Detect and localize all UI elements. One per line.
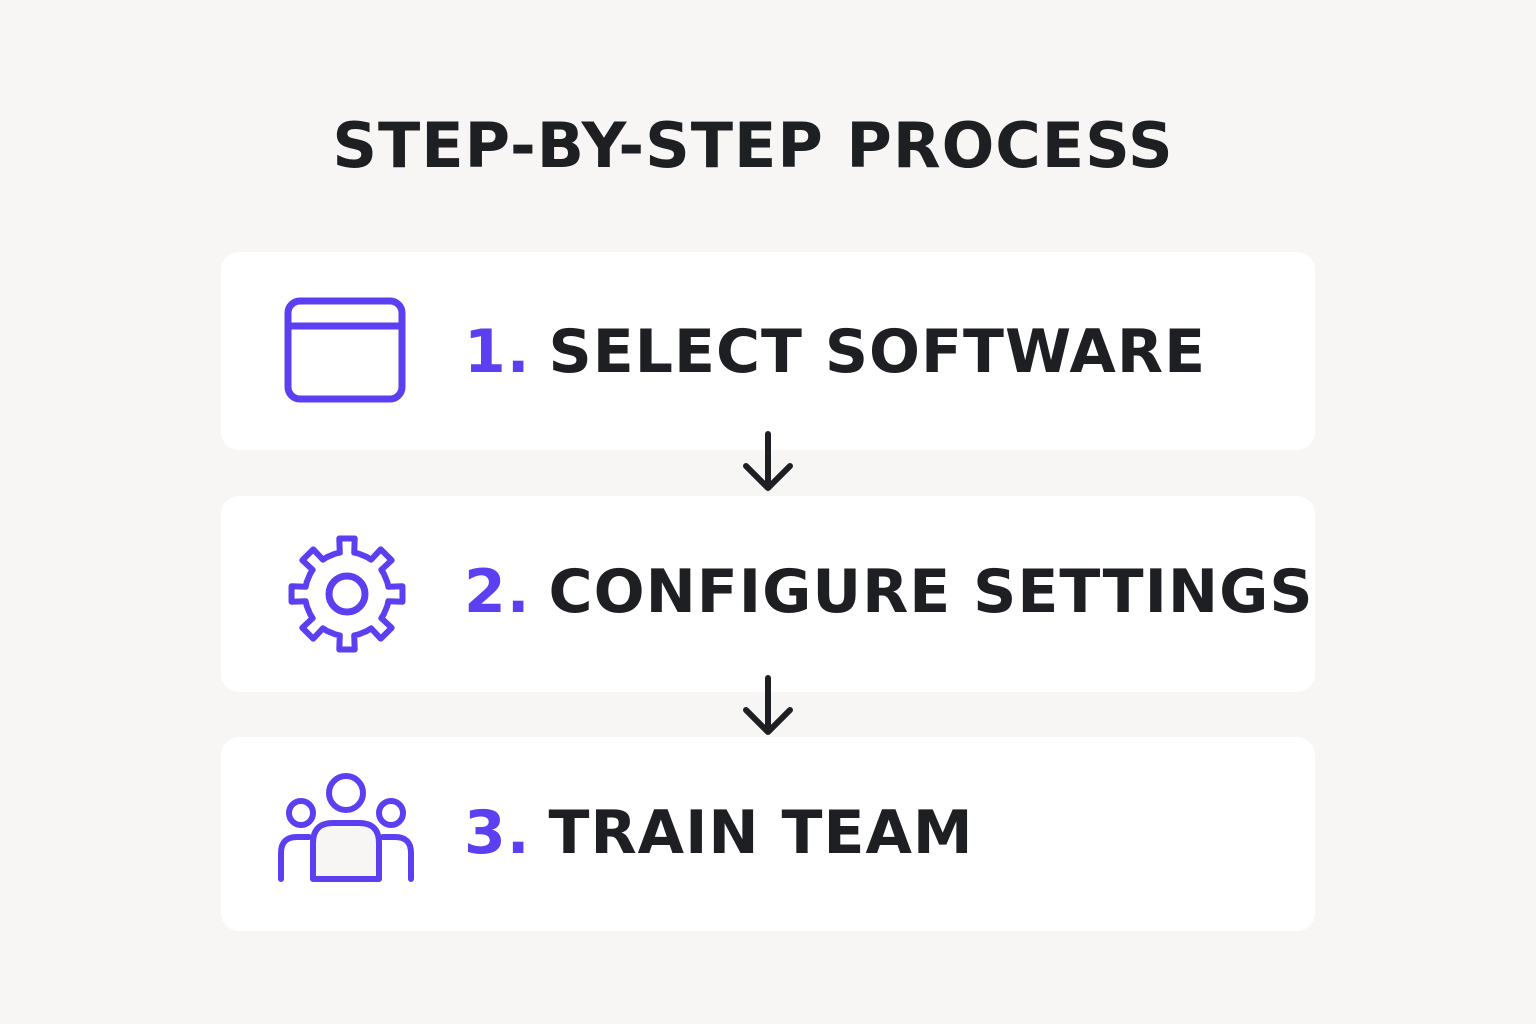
step-label: 3.TRAIN TEAM [464, 797, 974, 869]
step-card-select-software: 1.SELECT SOFTWARE [221, 252, 1315, 450]
step-label: 1.SELECT SOFTWARE [464, 316, 1206, 388]
step-number: 3. [464, 798, 531, 868]
browser-window-icon [283, 296, 407, 406]
step-label: 2.CONFIGURE SETTINGS [464, 556, 1314, 628]
step-title: CONFIGURE SETTINGS [548, 557, 1314, 627]
step-card-configure-settings: 2.CONFIGURE SETTINGS [221, 496, 1315, 692]
step-title: TRAIN TEAM [548, 798, 974, 868]
team-icon [275, 771, 417, 885]
arrow-down-icon [740, 430, 796, 494]
arrow-down-icon [740, 674, 796, 738]
step-card-train-team: 3.TRAIN TEAM [221, 737, 1315, 931]
step-number: 1. [464, 317, 531, 387]
page-title: STEP-BY-STEP PROCESS [332, 109, 1174, 182]
gear-icon [285, 532, 409, 656]
step-number: 2. [464, 557, 531, 627]
step-title: SELECT SOFTWARE [548, 317, 1207, 387]
